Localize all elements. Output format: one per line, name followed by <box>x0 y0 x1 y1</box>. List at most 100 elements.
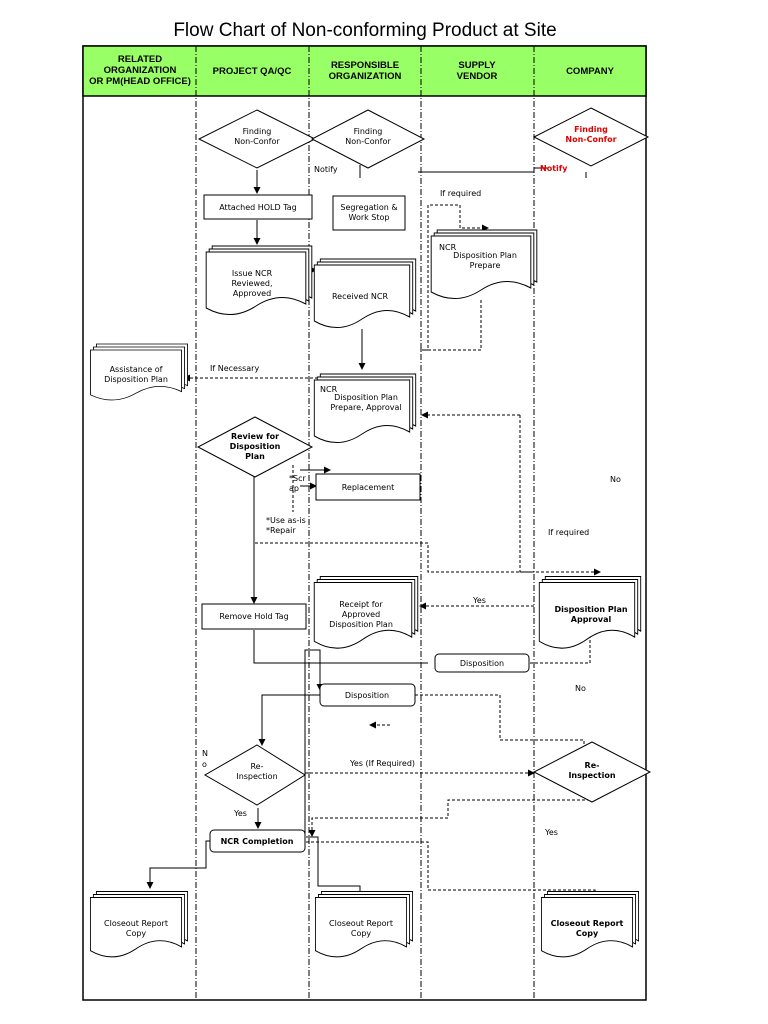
lane-header-company: COMPANY <box>566 66 615 77</box>
svg-text:RELATED: RELATED <box>118 54 162 65</box>
label-yes-approval: Yes <box>472 596 486 605</box>
label-scrap-1: *Scr <box>289 474 306 483</box>
svg-text:Finding: Finding <box>354 127 383 136</box>
svg-text:Non-Confor: Non-Confor <box>565 135 616 144</box>
label-no-mid: No <box>575 684 586 693</box>
assistance-document: Assistance of Disposition Plan <box>89 343 189 401</box>
hold-tag-box: Attached HOLD Tag <box>203 194 313 220</box>
label-notify-company: Notify <box>540 164 568 173</box>
svg-text:Assistance of: Assistance of <box>110 365 163 374</box>
remove-hold-tag-box: Remove Hold Tag <box>201 603 307 630</box>
svg-text:Issue NCR: Issue NCR <box>232 269 273 278</box>
svg-text:Disposition Plan: Disposition Plan <box>104 375 168 384</box>
finding-diamond-qaqc: Finding Non-Confor <box>197 109 317 169</box>
svg-text:Disposition Plan: Disposition Plan <box>554 605 627 614</box>
svg-text:SUPPLY: SUPPLY <box>458 60 496 71</box>
closeout-related-document: Closeout Report Copy <box>89 891 189 958</box>
svg-text:Receipt for: Receipt for <box>339 600 383 609</box>
label-no-left-1: N <box>202 749 208 758</box>
svg-text:Finding: Finding <box>243 127 272 136</box>
plan-approval-document: Disposition Plan Approval <box>538 575 642 649</box>
lane-header-vendor: SUPPLY VENDOR <box>457 60 498 82</box>
svg-text:Copy: Copy <box>126 929 147 938</box>
label-yes-company: Yes <box>544 828 558 837</box>
svg-text:Approved: Approved <box>233 289 271 298</box>
label-yes-if-required: Yes (If Required) <box>349 759 415 768</box>
label-no-left-2: o <box>202 760 207 769</box>
diagram-frame <box>82 45 647 1001</box>
svg-text:Inspection: Inspection <box>568 771 615 780</box>
svg-text:Disposition: Disposition <box>460 659 504 668</box>
svg-text:Closeout Report: Closeout Report <box>104 919 168 928</box>
vendor-ncr-document: NCR Disposition Plan Prepare <box>430 229 538 300</box>
review-decision: Review for Disposition Plan <box>196 416 314 478</box>
svg-text:RESPONSIBLE: RESPONSIBLE <box>331 60 399 71</box>
svg-text:Disposition Plan: Disposition Plan <box>453 251 517 260</box>
label-use-as-is: *Use as-is <box>266 516 306 525</box>
label-scrap-2: ap <box>289 484 299 493</box>
chart-title: Flow Chart of Non-conforming Product at … <box>173 20 557 41</box>
svg-text:Segregation &: Segregation & <box>340 203 397 212</box>
lane-header-responsible: RESPONSIBLE ORGANIZATION <box>329 60 402 82</box>
label-no-top: No <box>610 475 621 484</box>
svg-text:Disposition: Disposition <box>230 442 281 451</box>
svg-text:ORGANIZATION: ORGANIZATION <box>329 71 402 82</box>
lane-separators <box>195 46 535 1000</box>
closeout-company-document: Closeout Report Copy <box>540 891 640 958</box>
svg-text:Attached HOLD Tag: Attached HOLD Tag <box>219 203 297 212</box>
svg-text:Replacement: Replacement <box>342 483 395 492</box>
svg-text:Work Stop: Work Stop <box>349 213 390 222</box>
label-yes-qa: Yes <box>233 809 247 818</box>
label-repair: *Repair <box>266 526 296 535</box>
header-band <box>82 45 647 97</box>
receipt-document: Receipt for Approved Disposition Plan <box>313 575 419 649</box>
svg-text:Copy: Copy <box>576 929 599 938</box>
edge-labels: Notify Notify If required If Necessary *… <box>202 164 621 837</box>
svg-text:Copy: Copy <box>351 929 372 938</box>
label-if-required-company: If required <box>548 528 589 537</box>
label-notify: Notify <box>314 165 338 174</box>
svg-text:Approved: Approved <box>342 610 380 619</box>
svg-text:Review for: Review for <box>231 432 279 441</box>
closeout-responsible-document: Closeout Report Copy <box>314 891 414 958</box>
ncr-completion-box: NCR Completion <box>209 829 306 853</box>
responsible-ncr-document: NCR Disposition Plan Prepare, Approval <box>313 373 417 444</box>
svg-text:Non-Confor: Non-Confor <box>345 137 391 146</box>
svg-text:Remove Hold Tag: Remove Hold Tag <box>219 612 288 621</box>
svg-text:Disposition Plan: Disposition Plan <box>329 620 393 629</box>
svg-text:Reviewed,: Reviewed, <box>231 279 272 288</box>
finding-diamond-company: Finding Non-Confor <box>532 107 650 167</box>
svg-text:Re-: Re- <box>585 761 600 770</box>
issue-ncr-document: Issue NCR Reviewed, Approved <box>205 245 313 316</box>
svg-text:Prepare: Prepare <box>470 261 501 270</box>
svg-text:NCR Completion: NCR Completion <box>221 837 294 846</box>
reinspection-company-decision: Re- Inspection <box>532 741 652 803</box>
svg-text:Closeout Report: Closeout Report <box>551 919 624 928</box>
svg-text:Disposition: Disposition <box>345 691 389 700</box>
svg-text:ORGANIZATION: ORGANIZATION <box>104 65 177 76</box>
disposition-vendor-box: Disposition <box>434 653 530 673</box>
finding-diamond-responsible: Finding Non-Confor <box>310 109 426 169</box>
svg-text:Disposition Plan: Disposition Plan <box>334 393 398 402</box>
svg-text:Prepare, Approval: Prepare, Approval <box>330 403 401 412</box>
received-ncr-document: Received NCR <box>313 258 417 329</box>
label-if-necessary: If Necessary <box>210 364 259 373</box>
svg-text:Finding: Finding <box>574 125 608 134</box>
svg-text:Closeout Report: Closeout Report <box>329 919 393 928</box>
label-if-required-vendor: If required <box>440 189 481 198</box>
disposition-responsible-box: Disposition <box>319 683 416 707</box>
lane-header-related: RELATED ORGANIZATION OR PM(HEAD OFFICE) <box>89 54 191 87</box>
svg-text:Inspection: Inspection <box>236 772 277 781</box>
reinspection-qaqc-decision: Re- Inspection <box>203 744 306 806</box>
svg-text:Approval: Approval <box>571 615 612 624</box>
replacement-box: Replacement <box>315 473 421 501</box>
svg-text:Received NCR: Received NCR <box>332 292 389 301</box>
svg-text:Re-: Re- <box>250 762 263 771</box>
svg-text:VENDOR: VENDOR <box>457 71 498 82</box>
segregation-box: Segregation & Work Stop <box>332 195 406 231</box>
svg-text:Plan: Plan <box>245 452 265 461</box>
svg-text:NCR: NCR <box>320 385 338 394</box>
svg-text:Non-Confor: Non-Confor <box>234 137 280 146</box>
svg-text:NCR: NCR <box>439 243 457 252</box>
